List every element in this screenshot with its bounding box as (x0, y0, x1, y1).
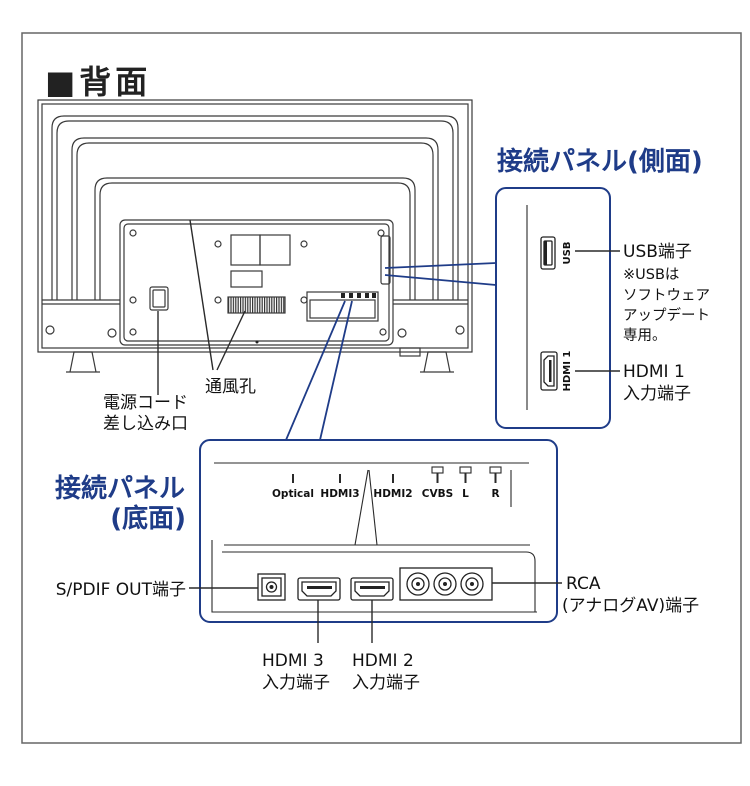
tray-inner-edge (222, 551, 536, 612)
page-title: ■背面 (45, 63, 151, 101)
usb-port (540, 236, 556, 270)
hdmi3-label-line-1: HDMI 3 (262, 651, 324, 671)
tray-guide-line-right (368, 469, 378, 546)
tv-connector-tooth (372, 293, 376, 298)
usb-label: USB端子 (623, 242, 692, 262)
tv-bottom-connector-face (309, 299, 376, 319)
hdmi2-port (350, 577, 394, 601)
hdmi1-label-line-1: HDMI 1 (623, 362, 685, 382)
tv-bottom-tab (399, 347, 421, 357)
bottom-panel-title-line-1: 接続パネル (55, 473, 185, 504)
tv-center-panel (119, 219, 394, 346)
screw-hole (129, 296, 137, 304)
screw-hole (379, 328, 387, 336)
spdif-port-core (269, 585, 274, 589)
hdmi1-port-contacts (549, 360, 552, 382)
screw-hole (377, 229, 385, 237)
usb-port-tongue (544, 241, 547, 265)
port-print-l: L (462, 488, 469, 500)
tv-contour-2 (71, 137, 439, 300)
tv-stand-left (66, 351, 100, 373)
tv-rear-drawing (37, 99, 473, 373)
tray-guide-line-left (354, 469, 369, 546)
tv-stand-right (420, 351, 454, 373)
screw-hole (129, 328, 137, 336)
rca-jack-cvbs-pin (416, 582, 420, 586)
tv-connector-tooth (357, 293, 361, 298)
tv-contour-1 (51, 115, 459, 300)
rca-label-line-2: (アナログAV)端子 (562, 596, 699, 616)
tv-contour-3b (99, 182, 411, 300)
power-label-line-2: 差し込み口 (103, 414, 188, 434)
rca-jack-l-pin (443, 582, 447, 586)
hdmi1-port (540, 351, 558, 391)
hdmi1-port-print: HDMI 1 (562, 351, 573, 392)
tv-shelf-left (42, 299, 120, 305)
port-print-cvbs: CVBS (422, 488, 453, 500)
tv-bottom-connector-block (306, 291, 379, 322)
usb-port-print: USB (562, 242, 573, 265)
screw-hole (214, 296, 222, 304)
hdmi2-label-line-1: HDMI 2 (352, 651, 414, 671)
bottom-panel-title-line-2: (底面) (110, 503, 186, 534)
screw-hole (300, 240, 308, 248)
bottom-panel-link-line-right (319, 300, 353, 441)
rca-port-group (399, 567, 493, 601)
screw-hole (455, 325, 465, 335)
tv-shelf-right (393, 299, 468, 305)
screw-hole (45, 325, 55, 335)
usb-note-line-2: ソフトウェア (623, 287, 710, 304)
tv-outer-edge (37, 99, 473, 353)
side-panel-link-line-upper (384, 262, 497, 269)
tv-side-connector-slot (380, 235, 391, 285)
vent-grille (227, 296, 286, 314)
screw-hole (129, 229, 137, 237)
power-socket-inner (152, 289, 166, 308)
power-socket (149, 286, 169, 311)
spdif-label: S/PDIF OUT端子 (56, 580, 186, 600)
outer-frame (21, 32, 742, 744)
hdmi3-port-contacts (307, 586, 332, 589)
bottom-panel-link-line-left (285, 300, 346, 441)
port-print-hdmi3: HDMI3 (320, 488, 359, 500)
usb-note-line-1: ※USBは (623, 267, 679, 283)
power-label-line-1: 電源コード (103, 393, 188, 413)
vent-label: 通風孔 (205, 377, 256, 397)
usb-note-line-4: 専用。 (623, 327, 667, 344)
bottom-panel-drawing (211, 462, 537, 613)
tv-contour-2b (76, 142, 434, 300)
hdmi2-label-line-2: 入力端子 (352, 673, 420, 693)
tray-left-bottom-edge (211, 540, 537, 613)
spdif-optical-port (257, 573, 286, 601)
screw-hole (397, 328, 407, 338)
port-print-optical: Optical (272, 488, 314, 500)
hdmi1-label-line-2: 入力端子 (623, 384, 691, 404)
tv-connector-tooth (341, 293, 345, 298)
port-print-r: R (491, 488, 499, 500)
vent-opening-small (230, 270, 263, 288)
side-panel-title: 接続パネル(側面) (497, 146, 703, 177)
port-print-hdmi2: HDMI2 (373, 488, 412, 500)
tv-inner-edge (41, 103, 469, 349)
tv-connector-tooth (365, 293, 369, 298)
screw-hole (214, 240, 222, 248)
tv-connector-tooth (349, 293, 353, 298)
tv-contour-3 (94, 177, 416, 300)
panel-dot (255, 340, 259, 344)
vent-opening-right (259, 234, 291, 266)
hdmi2-port-contacts (360, 586, 385, 589)
screw-hole (107, 328, 117, 338)
vent-callout-line-upper (189, 219, 214, 371)
hdmi3-port (297, 577, 341, 601)
side-panel-box (495, 187, 611, 429)
rca-label-line-1: RCA (566, 574, 601, 594)
hdmi3-label-line-2: 入力端子 (262, 673, 330, 693)
rca-jack-r-pin (470, 582, 474, 586)
usb-note-line-3: アップデート (623, 306, 710, 324)
side-panel-link-line-lower (384, 274, 497, 286)
vent-callout-line-lower (216, 310, 246, 371)
tv-contour-1b (56, 120, 454, 300)
